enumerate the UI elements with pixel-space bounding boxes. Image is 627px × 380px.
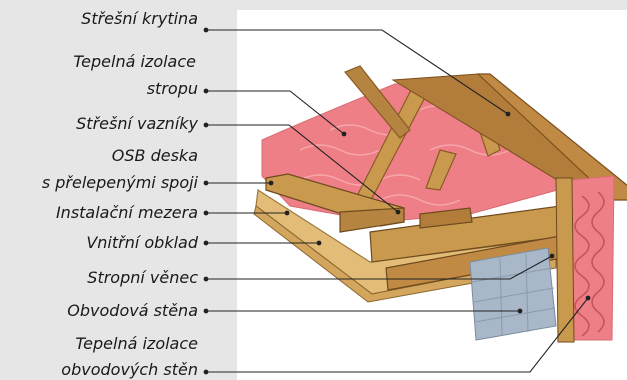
leader-dot-end-stropni-venec: [550, 254, 555, 259]
label-stresni-vazniky: Střešní vazníky: [76, 114, 198, 133]
leader-dot-end-tepelna-izolace-obvodovych-sten: [586, 296, 591, 301]
leader-dot-start-osb-deska: [204, 181, 209, 186]
label-osb-deska-2: s přelepenými spoji: [42, 173, 199, 192]
leader-dot-start-stresni-krytina: [204, 28, 209, 33]
label-osb-deska-1: OSB deska: [112, 146, 198, 165]
leader-dot-start-tepelna-izolace-stropu: [204, 89, 209, 94]
leader-dot-start-stresni-vazniky: [204, 123, 209, 128]
leader-dot-start-stropni-venec: [204, 277, 209, 282]
label-instalacni-mezera: Instalační mezera: [56, 203, 198, 222]
leader-dot-end-osb-deska: [269, 181, 274, 186]
label-stresni-krytina: Střešní krytina: [81, 9, 198, 28]
label-tepelna-izolace-stropu-1: Tepelná izolace: [73, 52, 196, 71]
wall-insulation: [570, 176, 614, 340]
leader-dot-end-stresni-krytina: [506, 112, 511, 117]
exterior-wall: [470, 248, 556, 340]
leader-dot-end-tepelna-izolace-stropu: [342, 132, 347, 137]
label-stropni-venec: Stropní věnec: [87, 268, 198, 287]
leader-dot-start-vnitrni-obklad: [204, 241, 209, 246]
label-obvodova-stena: Obvodová stěna: [67, 301, 198, 320]
top-strip: [237, 0, 627, 10]
leader-dot-start-obvodova-stena: [204, 309, 209, 314]
leader-dot-start-instalacni-mezera: [204, 211, 209, 216]
label-tepelna-izolace-obvodovych-sten-2: obvodových stěn: [61, 360, 198, 379]
label-tepelna-izolace-obvodovych-sten-1: Tepelná izolace: [75, 334, 198, 353]
leader-dot-end-vnitrni-obklad: [317, 241, 322, 246]
leader-dot-end-obvodova-stena: [518, 309, 523, 314]
label-tepelna-izolace-stropu-2: stropu: [147, 79, 198, 98]
leader-dot-start-tepelna-izolace-obvodovych-sten: [204, 370, 209, 375]
leader-dot-end-stresni-vazniky: [396, 210, 401, 215]
leader-dot-end-instalacni-mezera: [285, 211, 290, 216]
label-vnitrni-obklad: Vnitřní obklad: [86, 233, 199, 252]
